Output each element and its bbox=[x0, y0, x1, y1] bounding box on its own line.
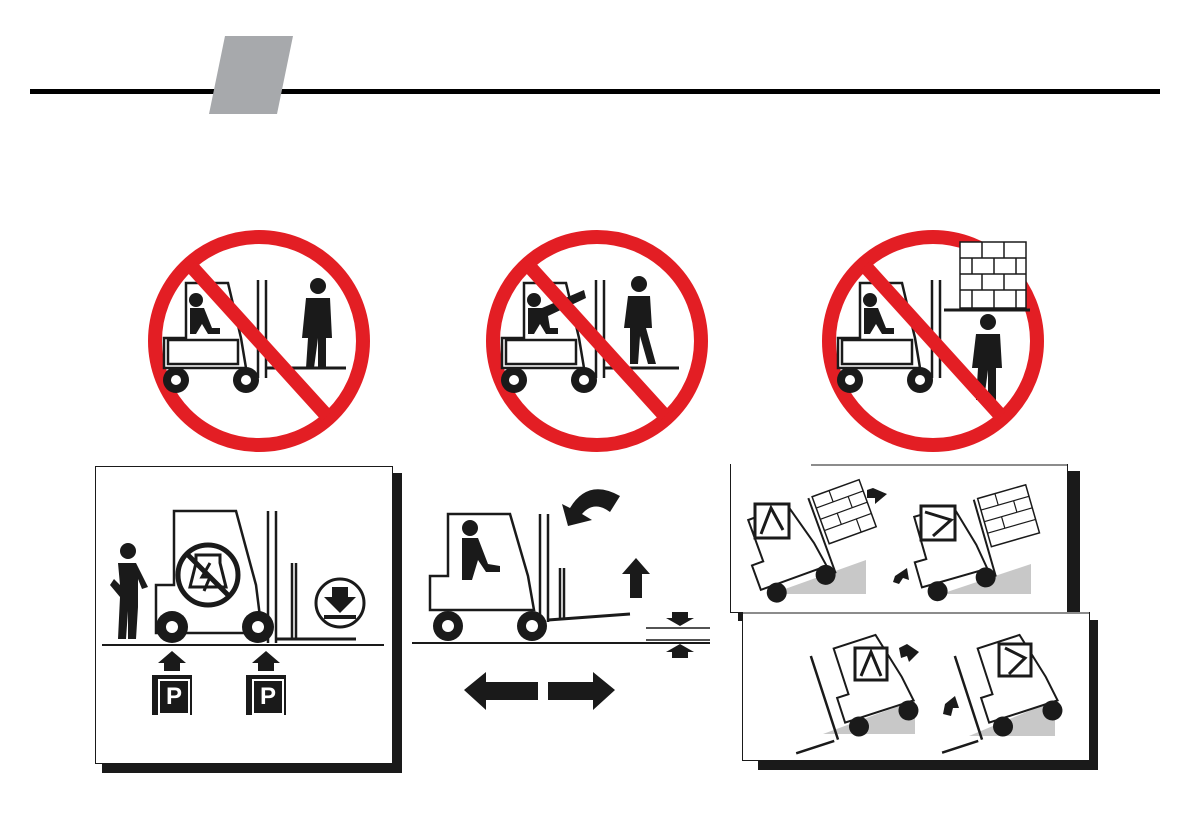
prohibition-sign-no-standing-under-load bbox=[820, 228, 1046, 454]
prohibition-sign-no-reach-through bbox=[484, 228, 710, 454]
header-tab-icon bbox=[205, 34, 297, 116]
tilt-arrow-icon bbox=[562, 489, 620, 526]
slope-panel-lower bbox=[742, 612, 1090, 761]
fork-level-icon bbox=[646, 612, 710, 658]
forward-arrow-icon bbox=[548, 672, 615, 710]
direction-arrow-icon bbox=[899, 644, 919, 662]
prohibition-sign-no-passenger bbox=[146, 228, 372, 454]
parking-brake-label-2: P bbox=[252, 679, 284, 715]
tip-over-icon bbox=[755, 504, 789, 538]
parking-brake-label-1: P bbox=[158, 679, 190, 715]
direction-arrow-icon bbox=[867, 488, 887, 504]
no-ignition-icon bbox=[178, 545, 238, 605]
direction-arrow-icon bbox=[893, 568, 909, 584]
controls-panel bbox=[410, 470, 715, 720]
lift-arrow-icon bbox=[622, 558, 650, 598]
tip-over-icon bbox=[921, 506, 955, 540]
pedestrian-icon bbox=[110, 543, 148, 639]
lower-forks-icon bbox=[316, 579, 364, 627]
reverse-arrow-icon bbox=[464, 672, 538, 710]
header-rule bbox=[30, 89, 1160, 94]
tip-over-icon bbox=[999, 644, 1031, 676]
tip-over-icon bbox=[855, 648, 887, 680]
direction-arrow-icon bbox=[943, 696, 959, 716]
parking-panel: P P bbox=[95, 466, 393, 764]
slope-panel-upper bbox=[730, 464, 1068, 613]
